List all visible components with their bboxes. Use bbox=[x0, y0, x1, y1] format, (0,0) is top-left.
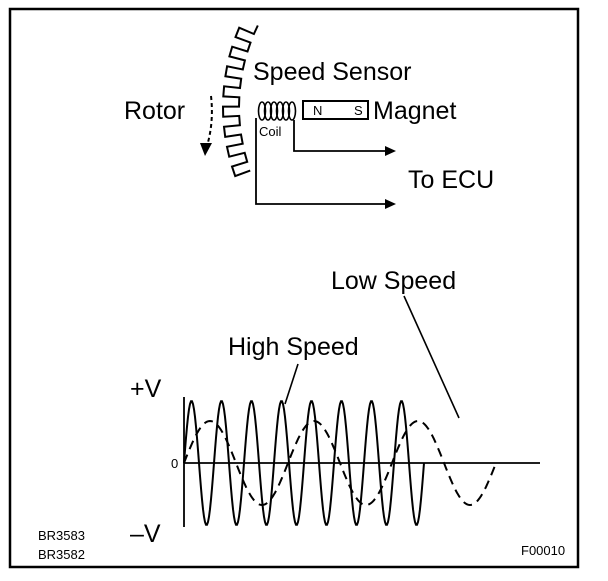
rotation-arrow bbox=[206, 95, 213, 147]
magnet-n-label: N bbox=[313, 103, 322, 118]
high-speed-leader bbox=[284, 363, 299, 405]
wire-lower-arrowhead-icon bbox=[385, 199, 396, 209]
magnet-s-label: S bbox=[354, 103, 363, 118]
plus-v-label: +V bbox=[130, 375, 162, 403]
coil-icon bbox=[257, 101, 297, 121]
figure-id-label: F00010 bbox=[521, 543, 565, 558]
coil-label: Coil bbox=[259, 124, 282, 139]
minus-v-label: –V bbox=[130, 520, 161, 548]
rotor-label: Rotor bbox=[124, 97, 185, 125]
figure-border bbox=[8, 7, 580, 569]
code-1-label: BR3583 bbox=[38, 528, 85, 543]
magnet-box bbox=[302, 100, 369, 120]
high-speed-label: High Speed bbox=[228, 333, 359, 361]
wire-upper bbox=[293, 120, 385, 152]
wire-upper-arrowhead-icon bbox=[385, 146, 396, 156]
low-speed-label: Low Speed bbox=[331, 267, 456, 295]
zero-label: 0 bbox=[171, 456, 178, 471]
speed-sensor-label: Speed Sensor bbox=[253, 58, 411, 86]
magnet-label: Magnet bbox=[373, 97, 456, 125]
low-speed-leader bbox=[403, 295, 460, 419]
wire-lower bbox=[255, 118, 385, 205]
low-speed-waveform bbox=[183, 419, 497, 507]
to-ecu-label: To ECU bbox=[408, 166, 494, 194]
rotor-toothed-wheel bbox=[221, 25, 259, 178]
rotation-arrowhead-icon bbox=[200, 143, 212, 156]
code-2-label: BR3582 bbox=[38, 547, 85, 562]
high-speed-waveform bbox=[183, 400, 425, 526]
